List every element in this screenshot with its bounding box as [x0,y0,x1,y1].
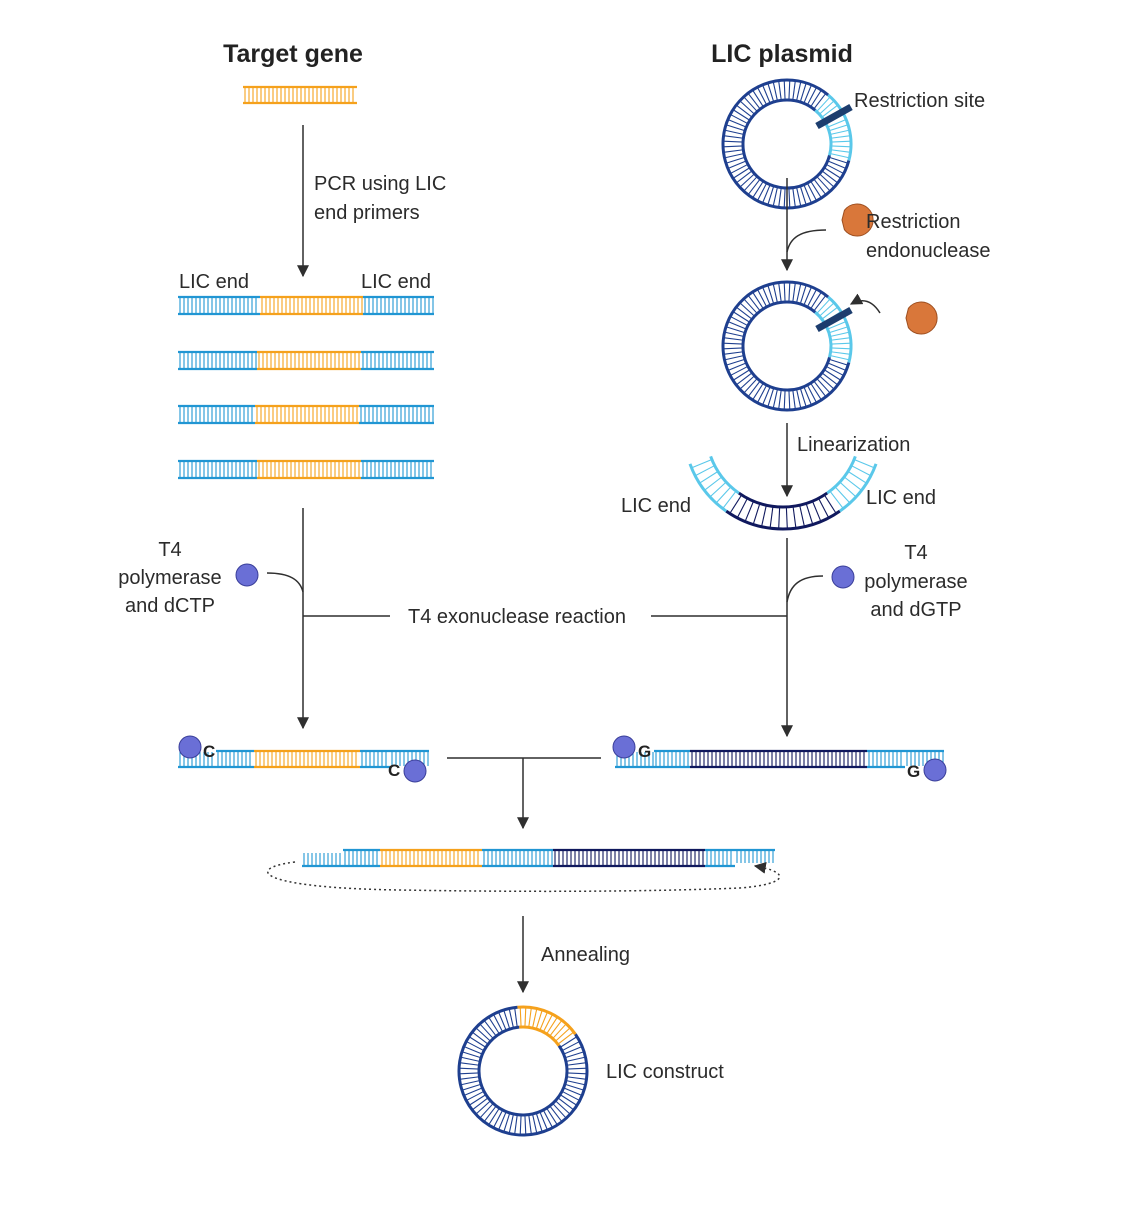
right-polymerase-connector [786,575,824,603]
arc-lic-end-right [826,455,878,513]
vector-backbone [690,749,867,769]
restriction-site-marker [815,103,853,130]
combined-overhang-right [735,848,775,863]
plasmid-backbone [721,78,851,210]
plasmid-lic-end-right-label: LIC end [866,487,936,509]
plasmid-backbone-top [786,78,830,112]
insert-lic-right [360,749,390,769]
lic-end-left-segment [178,404,255,425]
lic-construct-circle [457,1005,589,1137]
lic-end-right-segment [363,295,434,316]
pcr-product [178,459,434,480]
construct-backbone [457,1005,589,1137]
lic-end-left-segment [178,350,257,371]
lic-end-right-segment [361,350,434,371]
plasmid-lic-end-left-label: LIC end [621,495,691,517]
pcr-label-line1: PCR using LIC [314,173,446,195]
vector-dgtp-left-icon [612,735,636,759]
insert-c-right-label: C [388,761,400,780]
restriction-endonuclease-line2: endonuclease [866,240,991,262]
t4-right-line2: polymerase [864,571,967,593]
combined-overhang-left [302,853,343,868]
vector-overhang-right [905,749,944,766]
gene-fragment [243,85,357,105]
construct-gene-insert [517,1005,577,1047]
restriction-endonuclease-line1: Restriction [866,211,960,233]
lic-end-right-label: LIC end [361,271,431,293]
t4-right-line3: and dGTP [870,599,961,621]
lic-end-left-segment [178,295,260,316]
vector-lic-left [654,749,690,769]
lic-plasmid-circle [721,78,853,210]
vector-with-overhangs: GG [612,735,947,782]
gene-segment [257,459,361,480]
vector-g-left-label: G [638,742,651,761]
gene-segment [260,295,363,316]
t4-right-line1: T4 [904,542,927,564]
gene-segment [255,404,359,425]
gene-segment [257,350,361,371]
vector-g-right-label: G [907,762,920,781]
combined-backbone [553,848,705,868]
t4-left-line2: polymerase [118,567,221,589]
pcr-products [178,295,434,480]
cut-site-marker [815,306,853,333]
left-polymerase-icon [235,563,259,587]
target-gene-dna [243,85,357,105]
combined-lic-2 [482,848,553,868]
enzyme-bind-arrow [849,293,881,314]
combined-lic-1 [343,848,380,868]
arc-lic-end-left [688,455,740,513]
enzyme-connector [786,229,827,253]
plasmid-backbone [721,280,851,412]
plasmid-digesting-circle [721,280,853,412]
combined-gene [380,848,482,868]
pcr-label-line2: end primers [314,202,420,224]
lic-plasmid-title: LIC plasmid [711,40,853,68]
left-polymerase-connector [266,572,304,593]
insert-dctp-left-icon [178,735,202,759]
linearization-label: Linearization [797,434,910,456]
vector-dgtp-right-icon [923,758,947,782]
target-gene-title: Target gene [223,40,363,68]
insert-with-overhangs: CC [178,735,429,783]
lic-end-right-segment [361,459,434,480]
lic-end-left-label: LIC end [179,271,249,293]
restriction-site-label: Restriction site [854,90,985,112]
lic-end-left-segment [178,459,257,480]
annealing-label: Annealing [541,944,630,966]
lic-end-right-segment [359,404,434,425]
exonuclease-label: T4 exonuclease reaction [408,606,626,628]
insert-gene [254,749,360,769]
right-polymerase-icon [831,565,855,589]
pcr-product [178,350,434,371]
pcr-product [178,404,434,425]
vector-lic-right [867,749,905,769]
restriction-enzyme-icon [841,203,874,237]
bound-enzyme-icon [905,301,938,335]
insert-c-left-label: C [203,742,215,761]
t4-left-line3: and dCTP [125,595,215,617]
circularization-arrow [267,861,781,893]
construct-label: LIC construct [606,1061,724,1083]
annealing-intermediate [302,848,775,868]
t4-left-line1: T4 [158,539,181,561]
combined-lic-3 [705,848,735,868]
arc-backbone [725,491,841,531]
insert-lic-left [216,749,254,769]
insert-dctp-right-icon [403,759,427,783]
linearized-plasmid [688,455,878,531]
pcr-product [178,295,434,316]
plasmid-backbone-top [786,280,830,314]
